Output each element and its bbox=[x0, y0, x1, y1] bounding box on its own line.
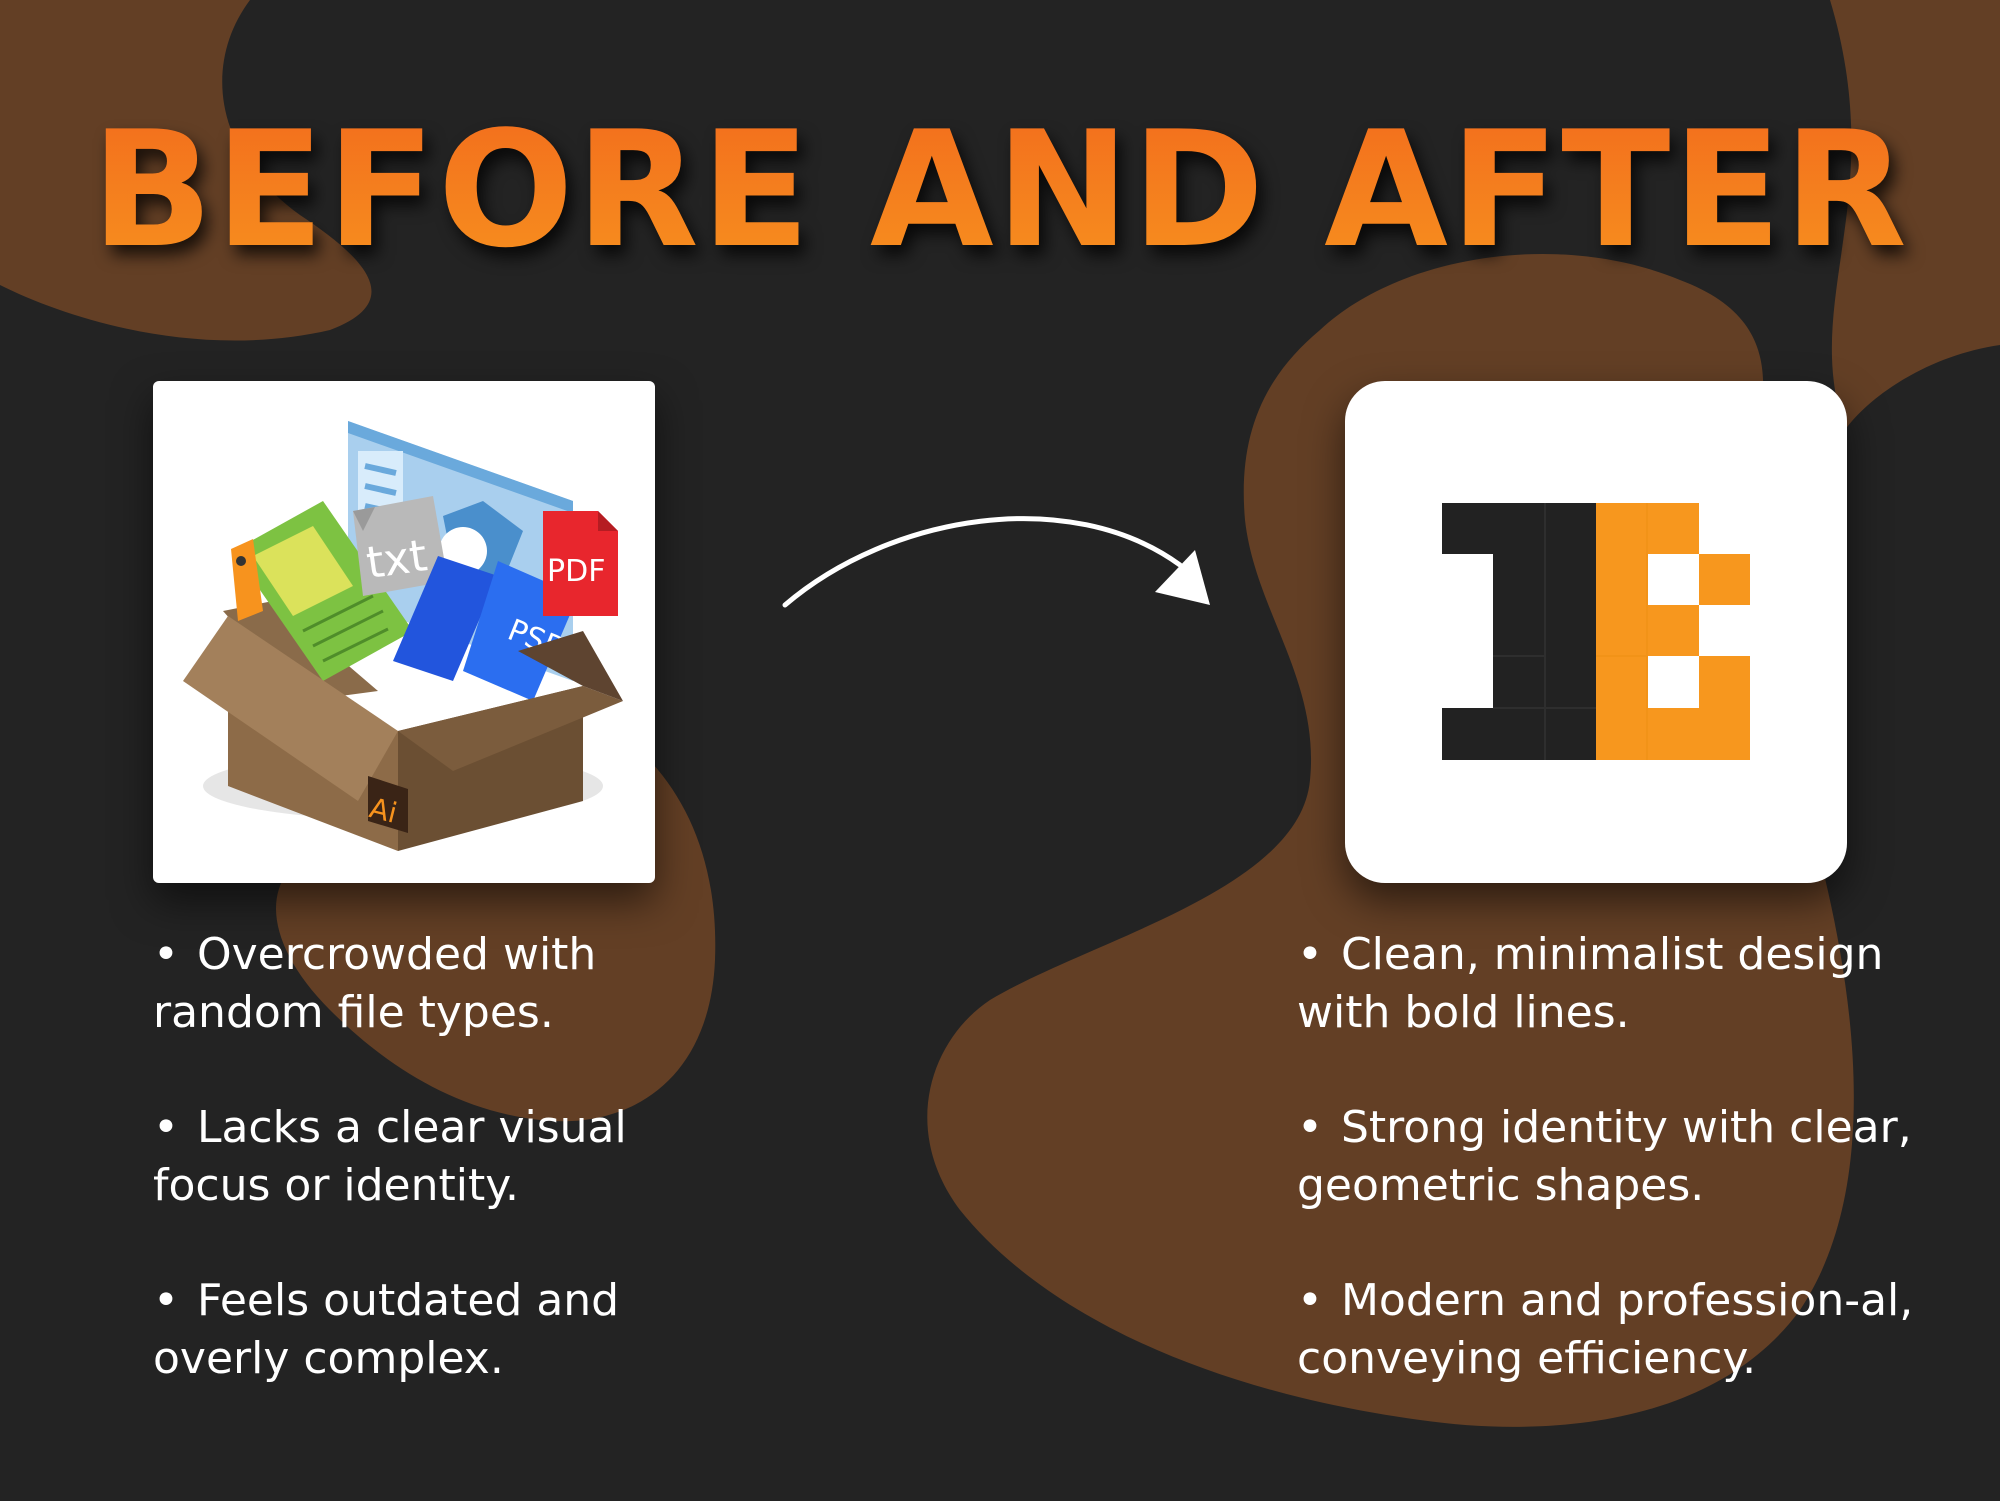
before-bullet-text: Lacks a clear visual focus or identity. bbox=[153, 1102, 627, 1211]
before-image-card: txt PSD PDF Ai bbox=[153, 381, 655, 883]
before-bullet-item: • Feels outdated and overly complex. bbox=[153, 1272, 693, 1388]
cardboard-box-of-files-icon: txt PSD PDF Ai bbox=[183, 421, 623, 851]
bullet-glyph: • bbox=[153, 929, 179, 980]
bullet-glyph: • bbox=[1297, 929, 1323, 980]
bullet-glyph: • bbox=[153, 1275, 179, 1326]
after-bullet-item: • Modern and profession-al, conveying ef… bbox=[1297, 1272, 1937, 1388]
bullet-glyph: • bbox=[1297, 1102, 1323, 1153]
bullet-glyph: • bbox=[1297, 1275, 1323, 1326]
after-image-card bbox=[1345, 381, 1847, 883]
page-title: BEFORE AND AFTER bbox=[0, 95, 2000, 285]
after-bullet-text: Strong identity with clear, geometric sh… bbox=[1297, 1102, 1912, 1211]
txt-file-icon: txt bbox=[353, 496, 448, 596]
blob-top-right bbox=[1830, 0, 2000, 430]
curved-arrow-right-icon bbox=[782, 516, 1210, 608]
after-bullet-text: Clean, minimalist design with bold lines… bbox=[1297, 929, 1884, 1038]
pdf-file-label: PDF bbox=[547, 554, 605, 589]
geometric-ie-logo-icon bbox=[1442, 503, 1750, 760]
after-bullet-item: • Clean, minimalist design with bold lin… bbox=[1297, 926, 1937, 1042]
txt-file-label: txt bbox=[363, 530, 430, 589]
before-bullet-item: • Overcrowded with random file types. bbox=[153, 926, 693, 1042]
ai-file-icon: Ai bbox=[366, 776, 408, 833]
after-bullet-text: Modern and profession-al, conveying effi… bbox=[1297, 1275, 1914, 1384]
before-bullet-text: Feels outdated and overly complex. bbox=[153, 1275, 620, 1384]
before-bullet-list: • Overcrowded with random file types. • … bbox=[153, 926, 693, 1445]
before-bullet-item: • Lacks a clear visual focus or identity… bbox=[153, 1099, 693, 1215]
green-file-icon bbox=[233, 501, 413, 681]
after-bullet-item: • Strong identity with clear, geometric … bbox=[1297, 1099, 1937, 1215]
after-bullet-list: • Clean, minimalist design with bold lin… bbox=[1297, 926, 1937, 1445]
before-bullet-text: Overcrowded with random file types. bbox=[153, 929, 597, 1038]
pdf-file-icon: PDF bbox=[543, 511, 618, 616]
bullet-glyph: • bbox=[153, 1102, 179, 1153]
blob-top-left bbox=[0, 0, 372, 341]
